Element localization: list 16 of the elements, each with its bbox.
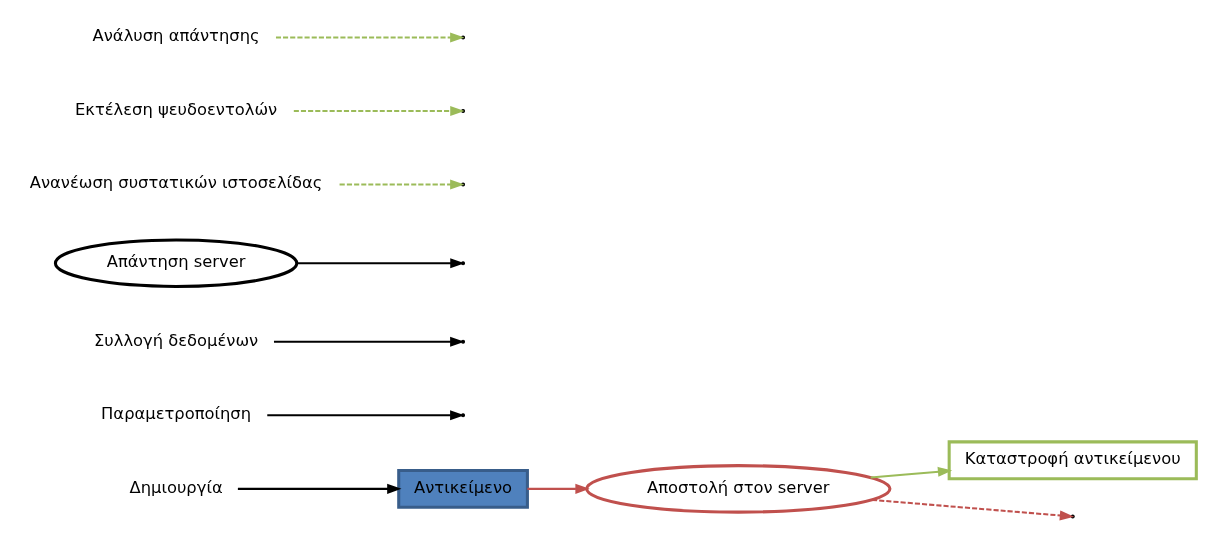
node-text: Δημιουργία xyxy=(129,477,223,497)
arrow xyxy=(267,410,465,421)
node-text: Εκτέλεση ψευδοεντολών xyxy=(74,99,278,119)
node-text: Ανάλυση απάντησης xyxy=(92,26,260,46)
node-ellipse: Απάντηση server xyxy=(53,238,299,288)
node-ellipse: Αποστολή στον server xyxy=(585,464,892,514)
node-text: Συλλογή δεδομένων xyxy=(93,330,259,350)
node-box: Αντικείμενο xyxy=(397,468,529,509)
arrow xyxy=(274,336,465,347)
arrow xyxy=(293,106,465,116)
arrow xyxy=(527,483,590,494)
node-text: Ανανέωση συστατικών ιστοσελίδας xyxy=(29,173,323,193)
arrow xyxy=(870,466,953,479)
arrow xyxy=(237,483,402,494)
node-box: Καταστροφή αντικείμενου xyxy=(947,440,1198,481)
node-text: Παραμετροποίηση xyxy=(101,404,252,424)
